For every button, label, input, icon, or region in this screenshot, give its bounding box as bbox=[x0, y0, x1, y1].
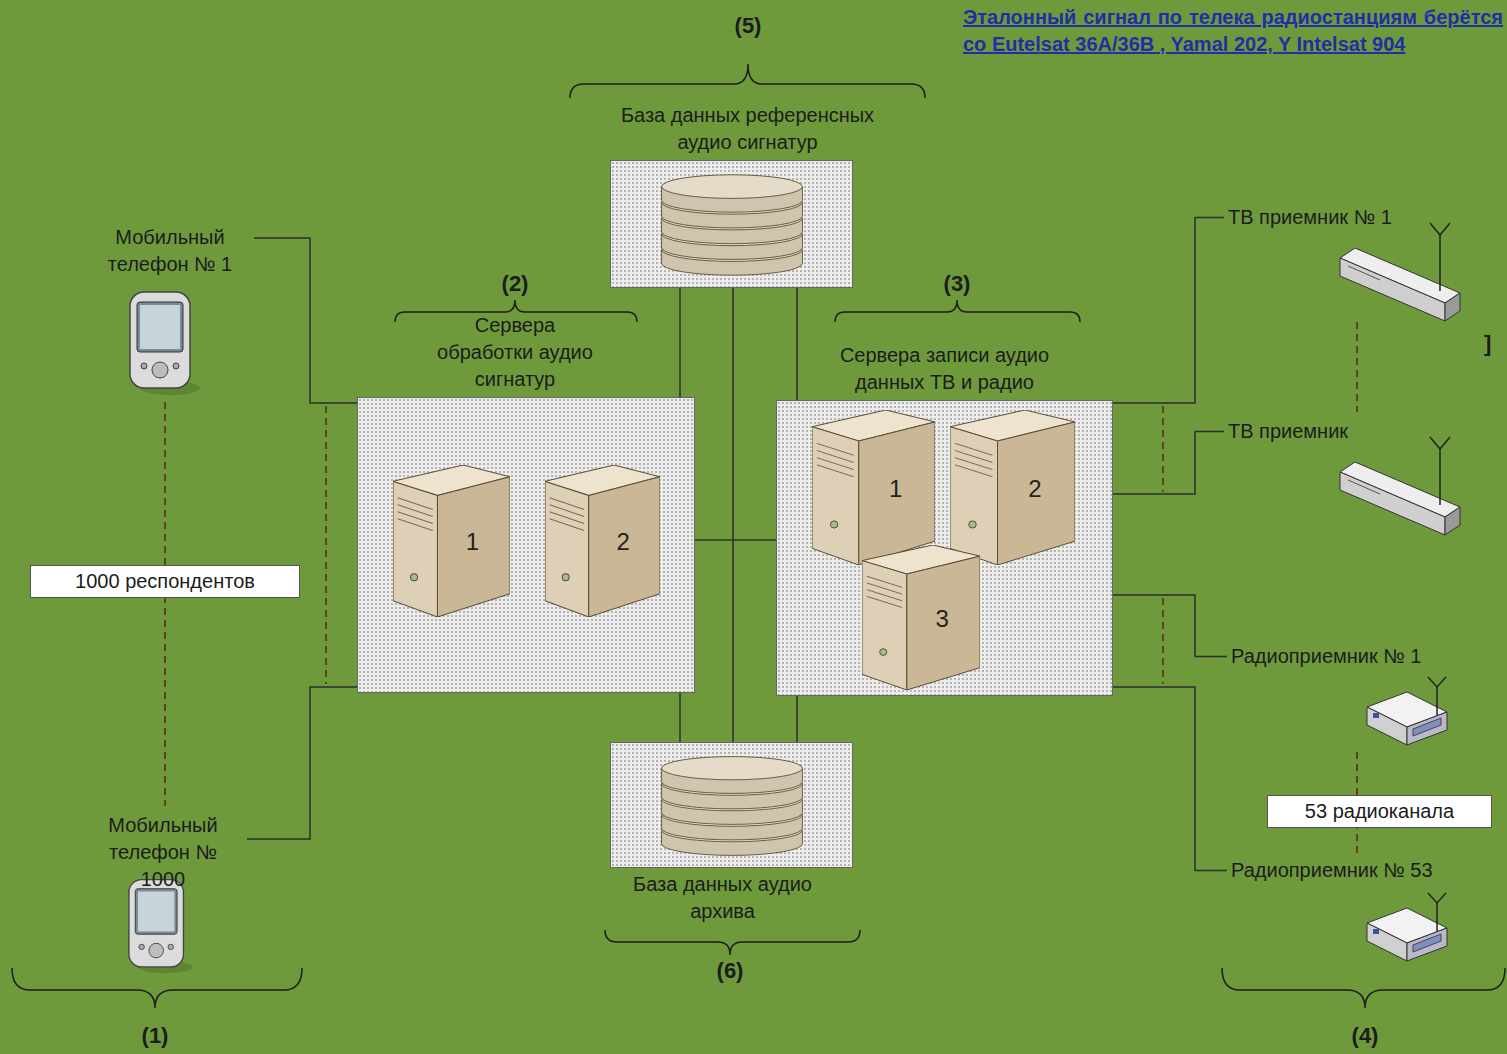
server-group: Сервера записи аудио данных ТВ и радио12… bbox=[776, 400, 1113, 696]
node-text: Радиоприемник № 53 bbox=[1231, 857, 1433, 884]
receiver-label: ТВ приемник № 1 bbox=[1224, 204, 1396, 231]
database-cylinder bbox=[611, 161, 852, 287]
callout-number: (6) bbox=[717, 957, 744, 984]
label-text: Эталонный сигнал по телека радиостанциям… bbox=[963, 4, 1503, 58]
tv-receiver-icon bbox=[1340, 223, 1460, 321]
node-text: Сервера обработки аудио сигнатур bbox=[429, 312, 601, 393]
note-text: Эталонный сигнал по телека радиостанциям… bbox=[963, 4, 1503, 58]
connector-line bbox=[254, 238, 357, 403]
database: База данных референсных аудио сигнатур bbox=[610, 160, 853, 288]
label-text: ] bbox=[1484, 330, 1491, 357]
server-number: 1 bbox=[889, 474, 902, 501]
phone-label: Мобильный телефон № 1000 bbox=[83, 812, 243, 893]
server-icon: 3 bbox=[862, 545, 980, 690]
node-text: 1000 респондентов bbox=[41, 568, 289, 595]
connector-line bbox=[679, 288, 681, 397]
label-text: (2) bbox=[502, 270, 529, 297]
server-number: 2 bbox=[617, 528, 630, 555]
radio-receiver-icon bbox=[1367, 893, 1447, 961]
connector-line bbox=[695, 539, 776, 541]
server-tower bbox=[862, 545, 980, 690]
node-text: Сервера записи аудио данных ТВ и радио bbox=[815, 342, 1075, 396]
connector-line bbox=[247, 687, 357, 839]
phone-label: Мобильный телефон № 1 bbox=[90, 224, 250, 278]
connector-line bbox=[1113, 595, 1227, 657]
connector-line bbox=[679, 693, 681, 742]
stray-mark: ] bbox=[1484, 330, 1491, 357]
connector-line bbox=[796, 288, 798, 400]
mobile-phone-icon bbox=[130, 292, 200, 395]
node-text: ТВ приемник bbox=[1228, 418, 1348, 445]
tv-receiver-icon bbox=[1340, 437, 1460, 535]
radio-receiver-icon bbox=[1367, 677, 1447, 745]
node-text: Мобильный телефон № 1 bbox=[94, 224, 246, 278]
connector-line bbox=[732, 288, 734, 742]
callout-number: (5) bbox=[735, 12, 762, 39]
group-heading: Сервера обработки аудио сигнатур bbox=[429, 312, 601, 393]
receiver-label: Радиоприемник № 53 bbox=[1227, 857, 1437, 884]
callout-number: (2) bbox=[502, 270, 529, 297]
server-tower bbox=[950, 410, 1075, 565]
server-number: 1 bbox=[466, 528, 479, 555]
respondents-box: 1000 респондентов bbox=[30, 565, 300, 598]
connector-line bbox=[1113, 218, 1224, 404]
node-text: 1 bbox=[889, 474, 902, 501]
database: База данных аудио архива bbox=[610, 742, 853, 868]
label-text: (4) bbox=[1352, 1022, 1379, 1049]
group-heading: Сервера записи аудио данных ТВ и радио bbox=[815, 342, 1075, 396]
callout-number: (4) bbox=[1352, 1022, 1379, 1049]
server-number: 2 bbox=[1028, 474, 1041, 501]
node-text: Радиоприемник № 1 bbox=[1231, 643, 1421, 670]
group-heading: База данных референсных аудио сигнатур bbox=[608, 102, 888, 156]
connector-line bbox=[796, 696, 798, 742]
node-text: 2 bbox=[617, 528, 630, 555]
node-text: ТВ приемник № 1 bbox=[1228, 204, 1392, 231]
callout-number: (3) bbox=[944, 270, 971, 297]
server-number: 3 bbox=[936, 604, 949, 631]
grouping-brace bbox=[12, 64, 1505, 1008]
callout-number: (1) bbox=[142, 1022, 169, 1049]
database-cylinder bbox=[611, 743, 852, 867]
server-tower bbox=[812, 410, 935, 565]
receiver-label: Радиоприемник № 1 bbox=[1227, 643, 1425, 670]
node-text: База данных аудио архива bbox=[618, 871, 828, 925]
connector-line bbox=[1113, 687, 1227, 871]
label-text: (3) bbox=[944, 270, 971, 297]
connector-line bbox=[1113, 432, 1224, 495]
node-text: 3 bbox=[936, 604, 949, 631]
label-text: (5) bbox=[735, 12, 762, 39]
continuation-dashes bbox=[165, 322, 1357, 856]
channels-box: 53 радиоканала bbox=[1267, 795, 1492, 828]
server-icon: 2 bbox=[950, 410, 1075, 565]
node-text: 2 bbox=[1028, 474, 1041, 501]
server-group: Сервера обработки аудио сигнатур12 bbox=[357, 397, 695, 693]
receiver-label: ТВ приемник bbox=[1224, 418, 1352, 445]
server-tower bbox=[545, 465, 660, 617]
server-icon: 2 bbox=[545, 465, 660, 617]
mobile-phone-icon bbox=[129, 880, 193, 974]
server-icon: 1 bbox=[812, 410, 935, 565]
server-tower bbox=[393, 465, 510, 617]
node-text: База данных референсных аудио сигнатур bbox=[608, 102, 888, 156]
node-text: 53 радиоканала bbox=[1278, 798, 1481, 825]
server-icon: 1 bbox=[393, 465, 510, 617]
group-heading: База данных аудио архива bbox=[618, 871, 828, 925]
node-text: Мобильный телефон № 1000 bbox=[87, 812, 239, 893]
label-text: (1) bbox=[142, 1022, 169, 1049]
node-text: 1 bbox=[466, 528, 479, 555]
label-text: (6) bbox=[717, 957, 744, 984]
